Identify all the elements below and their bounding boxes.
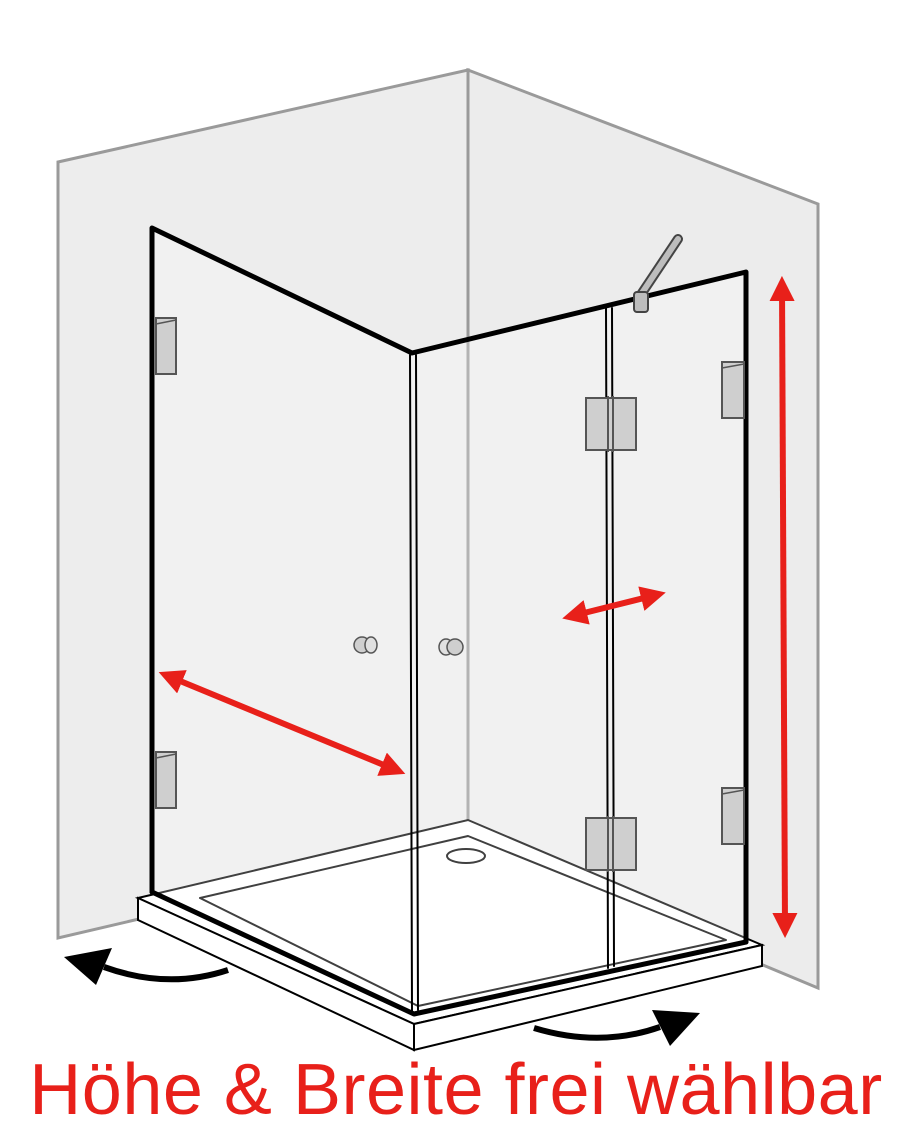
depth-arrow xyxy=(158,670,406,776)
door-width-arrow xyxy=(562,586,666,625)
dimension-arrows xyxy=(158,275,798,939)
left-glass-panel xyxy=(152,228,414,1012)
tray-front-right xyxy=(413,943,763,1052)
left-bottom-wall-clamp xyxy=(155,751,177,809)
corner-post-inner xyxy=(415,354,419,1011)
right-top-wall-clamp xyxy=(721,361,745,419)
height-arrow xyxy=(769,275,798,939)
rotation-arrow-right xyxy=(533,1010,700,1046)
left-door-knob xyxy=(353,636,378,654)
bottom-frame xyxy=(149,889,749,1017)
right-bottom-wall-clamp xyxy=(721,787,745,845)
corner-post-outer xyxy=(409,354,413,1013)
drain xyxy=(446,848,486,864)
right-door-knob xyxy=(438,638,464,656)
caption-text: Höhe & Breite frei wählbar xyxy=(29,1050,883,1130)
stabilizer-bar xyxy=(633,234,683,313)
door-top-hinge xyxy=(585,396,637,452)
glass-panels xyxy=(152,228,746,1012)
right-glass-panel xyxy=(412,272,746,1012)
left-top-wall-clamp xyxy=(155,317,177,375)
top-frame xyxy=(149,225,749,945)
right-wall xyxy=(466,67,820,991)
door-knobs xyxy=(353,636,464,656)
rotation-arrows xyxy=(64,948,700,1046)
door-bottom-hinge xyxy=(585,816,637,872)
tray-basin xyxy=(199,835,727,1007)
rotation-arrow-left xyxy=(64,948,229,985)
